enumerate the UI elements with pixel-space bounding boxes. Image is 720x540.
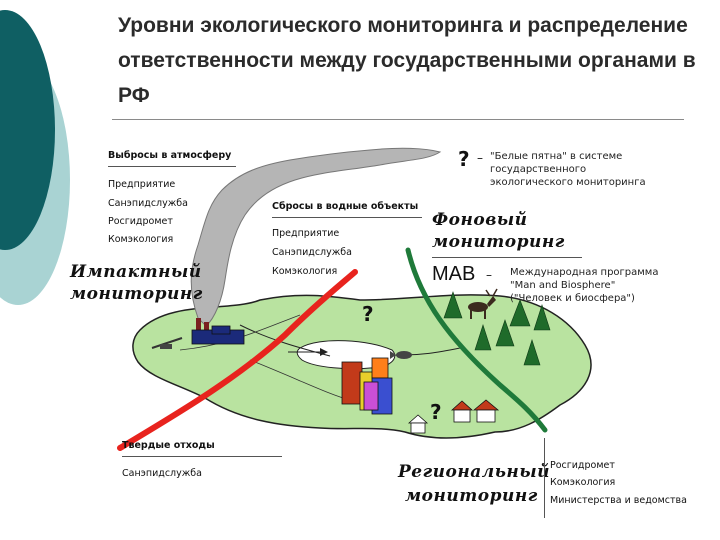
truck-icon <box>160 344 172 349</box>
atmosphere-item: Санэпидслужба <box>108 198 188 209</box>
white-spots-question-mark: ? <box>458 147 470 171</box>
regional-item: Комэкология <box>550 477 616 488</box>
moose-icon <box>468 288 498 319</box>
regional-divider <box>544 438 545 518</box>
impact-monitoring-line2: мониторинг <box>70 284 203 304</box>
atmosphere-item: Росгидромет <box>108 216 173 227</box>
water-item: Санэпидслужба <box>272 247 352 258</box>
discharge-arrow-head <box>320 348 328 356</box>
white-spots-note: "Белые пятна" в системе государственного… <box>490 151 646 188</box>
mab-dash: – <box>486 268 492 282</box>
impact-monitoring-curve <box>117 269 358 451</box>
lake <box>296 340 396 370</box>
decorative-circles <box>0 10 70 305</box>
regional-monitoring-line2: мониторинг <box>405 486 538 506</box>
water-item: Комэкология <box>272 266 338 277</box>
scene-question-mark: ? <box>362 302 374 326</box>
solid-waste-rule <box>122 456 282 457</box>
scene-question-mark: ? <box>430 400 442 424</box>
title-underline <box>112 119 684 120</box>
city-buildings-icon <box>341 357 393 415</box>
pipe-icon <box>151 337 183 349</box>
decor-dark-circle <box>0 10 55 250</box>
smokestack-factory-icon <box>191 318 245 345</box>
fish-icon <box>390 351 412 359</box>
water-item: Предприятие <box>272 228 340 239</box>
slide-title: Уровни экологического мониторинга и расп… <box>118 14 696 107</box>
regional-item: Министерства и ведомства <box>550 495 687 506</box>
solid-waste-header: Твердые отходы <box>122 440 215 451</box>
solid-waste-item: Санэпидслужба <box>122 468 202 479</box>
background-rule <box>432 257 582 258</box>
smoke-plume <box>190 147 442 327</box>
house-icon <box>407 399 500 434</box>
atmosphere-rule <box>108 166 236 167</box>
background-monitoring-line1: Фоновый <box>432 210 528 230</box>
mab-note: Международная программа "Man and Biosphe… <box>510 267 659 304</box>
regional-monitoring-line1: Региональный <box>398 462 550 482</box>
water-header: Сбросы в водные объекты <box>272 201 419 212</box>
atmosphere-item: Предприятие <box>108 179 176 190</box>
background-monitoring-line2: мониторинг <box>432 232 565 252</box>
water-rule <box>272 217 422 218</box>
white-spots-dash: – <box>477 151 483 165</box>
background-monitoring-curve <box>405 247 548 433</box>
impact-monitoring-line1: Импактный <box>70 262 202 282</box>
regional-item: Росгидромет <box>550 460 615 471</box>
tree-icon <box>443 291 551 366</box>
mab-label: MAB <box>432 263 476 285</box>
atmosphere-header: Выбросы в атмосферу <box>108 150 232 161</box>
atmosphere-item: Комэкология <box>108 234 174 245</box>
